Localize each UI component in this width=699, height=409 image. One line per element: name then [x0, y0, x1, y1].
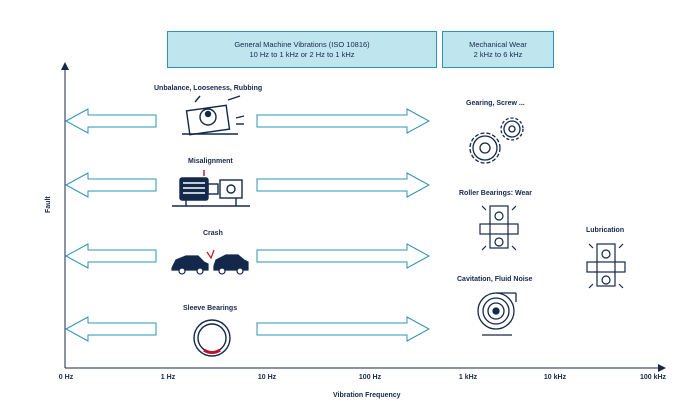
label-sleeve-bearings: Sleeve Bearings [183, 305, 238, 312]
mechanical-header-title: Mechanical Wear [469, 39, 527, 49]
label-cavitation: Cavitation, Fluid Noise [457, 276, 533, 283]
roller-bearing-icon-lubrication [586, 243, 626, 289]
tick-label: 100 Hz [358, 374, 382, 381]
arrow-right-misalignment [256, 172, 430, 198]
label-roller-bearings: Roller Bearings: Wear [459, 190, 533, 197]
y-axis [61, 62, 69, 368]
roller-bearing-icon-wear [479, 205, 519, 251]
label-lubrication: Lubrication [586, 227, 625, 234]
arrow-left-misalignment [65, 172, 157, 198]
arrow-left-crash [65, 243, 157, 269]
label-crash: Crash [203, 230, 223, 237]
tick-label: 10 Hz [257, 374, 277, 381]
car-crash-icon [171, 249, 249, 275]
arrow-left-sleeve [65, 316, 157, 342]
mechanical-wear-header: Mechanical Wear 2 kHz to 6 kHz [442, 31, 554, 68]
arrow-right-unbalance [256, 108, 430, 134]
unbalanced-motor-icon [182, 95, 245, 136]
general-header-title: General Machine Vibrations (ISO 10816) [234, 39, 370, 49]
arrow-right-crash [256, 243, 430, 269]
mechanical-header-range: 2 kHz to 6 kHz [473, 49, 523, 59]
arrow-right-sleeve [256, 316, 430, 342]
gears-icon [469, 117, 524, 164]
label-gearing: Gearing, Screw ... [466, 100, 525, 107]
y-axis-title: Fault [45, 196, 52, 213]
general-header-range: 10 Hz to 1 kHz or 2 Hz to 1 kHz [249, 49, 355, 59]
arrow-left-unbalance [65, 108, 157, 134]
label-misalignment: Misalignment [188, 158, 233, 165]
tick-label: 10 kHz [543, 374, 567, 381]
x-axis-title: Vibration Frequency [333, 392, 401, 399]
label-unbalance: Unbalance, Looseness, Rubbing [154, 85, 263, 92]
x-axis [65, 364, 666, 372]
general-vibrations-header: General Machine Vibrations (ISO 10816) 1… [167, 31, 437, 68]
motor-coupling-icon [172, 170, 250, 207]
tick-label: 1 kHz [458, 374, 478, 381]
tick-label: 1 Hz [160, 374, 176, 381]
sleeve-bearing-icon [193, 319, 231, 357]
pump-icon [477, 292, 517, 336]
tick-label: 0 Hz [58, 374, 74, 381]
tick-label: 100 kHz [639, 374, 667, 381]
